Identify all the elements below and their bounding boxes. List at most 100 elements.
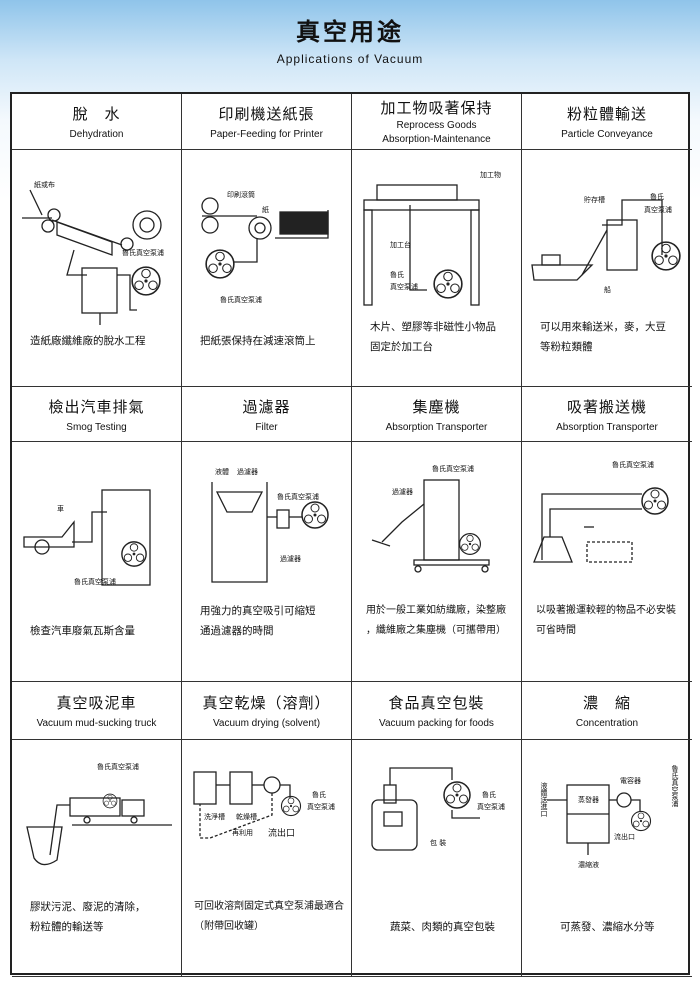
heading-zh: 食品真空包裝 [388,694,485,712]
diagram-label: 包 裝 [430,839,447,847]
smog-testing-diagram [23,489,151,586]
header-mud-truck: 真空吸泥車 Vacuum mud-sucking truck [12,682,182,740]
cell-dehydration: 紙或布 魯氏真空泵浦 造紙廠纖維廠的脫水工程 [12,150,182,387]
diagram-label: 紙或布 [34,181,55,189]
diagram-label: 紙 [262,206,269,214]
caption-line: 可以用來輸送米，麥，大豆 [540,321,666,333]
vacuum-pump-icon [458,530,482,558]
caption-line: 可蒸發、濃縮水分等 [560,921,655,933]
page-title: 真空用途 [296,18,404,46]
heading-zh: 集塵機 [412,397,461,416]
heading-en: Dehydration [69,129,124,140]
cell-concentration: 液體送進口 蒸發器 電容器 魯氏真空泵浦 流出口 濃縮液 可蒸發、濃縮水分等 [522,740,692,977]
diagram-label: 車 [57,505,64,513]
filter-diagram [211,482,302,583]
vacuum-pump-icon [130,265,162,297]
diagram-label: 加工物 [480,171,501,179]
particle-conveyance-diagram [531,199,663,281]
diagram-label: 真空泵浦 [477,803,505,811]
heading-zh: 印刷機送紙張 [218,105,315,123]
heading-en: Vacuum drying (solvent) [212,718,321,729]
vacuum-pump-icon [280,795,302,817]
cell-filter: 液體 過濾器 魯氏真空泵浦 過濾器 用強力的真空吸引可縮短 通過濾器的時間 [182,442,352,682]
header-dehydration: 脫 水 Dehydration [12,94,182,150]
diagram-label: 再利用 [232,829,253,837]
caption-line: 可回收溶劑固定式真空泵浦最適合 [194,901,344,912]
diagram-label: 過濾器 [280,555,301,563]
diagram-label: 印刷滾筒 [227,191,255,199]
cell-reprocess-goods: 加工物 加工台 魯氏 真空泵浦 木片、塑膠等非磁性小物品 固定於加工台 [352,150,522,387]
diagram-label: 魯氏真空泵浦 [277,493,319,501]
diagram-label: 魯氏真空泵浦 [122,249,164,257]
heading-en: Particle Conveyance [561,129,653,140]
diagram-label: 真空泵浦 [390,283,418,291]
header-dust-collector: 集塵機 Absorption Transporter [352,387,522,442]
header-absorption-transporter: 吸著搬送機 Absorption Transporter [522,387,692,442]
vacuum-pump-icon [440,780,474,810]
caption-line: ，纖維廠之集塵機（可攜帶用） [366,625,506,636]
header-smog-testing: 檢出汽車排氣 Smog Testing [12,387,182,442]
mud-truck-diagram [26,797,172,866]
diagram-label: 流出口 [268,829,296,839]
vacuum-pump-icon [640,484,670,518]
diagram-label: 過濾器 [237,468,258,476]
diagram-label: 船 [604,286,611,294]
cell-vacuum-packing: 魯氏 真空泵浦 包 裝 蔬菜、肉類的真空包裝 [352,740,522,977]
caption-line: 用強力的真空吸引可縮短 [200,605,316,617]
diagram-label: 魯氏真空泵浦 [97,763,139,771]
caption-line: 等粉粒類體 [540,341,593,353]
diagram-label: 貯存槽 [584,196,605,204]
caption-line: 通過濾器的時間 [200,625,274,637]
header-particle-conveyance: 粉粒體輸送 Particle Conveyance [522,94,692,150]
heading-zh: 粉粒體輸送 [566,105,647,123]
heading-zh: 脫 水 [72,105,121,123]
caption-line: 蔬菜、肉類的真空包裝 [390,921,495,933]
heading-en: Absorption Transporter [385,421,488,433]
dehydration-diagram [22,189,162,325]
vacuum-pump-icon [204,248,236,280]
vacuum-pump-icon [300,500,330,530]
diagram-label: 魯氏真空泵浦 [220,296,262,304]
heading-zh: 真空吸泥車 [56,694,137,712]
diagram-label: 液體送進口 [540,782,548,817]
diagram-label: 加工台 [390,241,411,249]
vacuum-pump-icon [630,810,652,832]
caption-line: 固定於加工台 [370,341,433,353]
vacuum-pump-icon [102,792,118,810]
diagram-label: 蒸發器 [578,796,599,804]
absorption-transporter-diagram [533,493,642,563]
vacuum-pump-icon [120,540,148,568]
reprocess-goods-diagram [363,184,480,306]
heading-en: Vacuum packing for foods [379,718,494,729]
caption-line: 檢查汽車廢氣瓦斯含量 [30,625,135,637]
heading-en: Vacuum mud-sucking truck [36,718,157,729]
vacuum-pump-icon [650,240,682,272]
diagram-label: 真空泵浦 [644,206,672,214]
caption-line: 可省時間 [536,625,576,636]
diagram-label: 魯氏 [312,791,326,799]
caption-line: 以吸著搬運較輕的物品不必安裝 [536,605,676,616]
diagram-label: 真空泵浦 [307,803,335,811]
cell-absorption-transporter: 魯氏真空泵浦 以吸著搬運較輕的物品不必安裝 可省時間 [522,442,692,682]
heading-en: Absorption-Maintenance [382,134,491,145]
header-vacuum-packing: 食品真空包裝 Vacuum packing for foods [352,682,522,740]
heading-zh: 吸著搬送機 [566,397,647,416]
diagram-label: 流出口 [614,833,635,841]
heading-en: Absorption Transporter [556,421,658,433]
diagram-label: 魯氏真空泵浦 [74,578,116,586]
diagram-label: 魯氏 [390,271,404,279]
heading-en: Smog Testing [66,421,127,433]
vacuum-packing-diagram [371,767,480,851]
caption-line: 粉粒體的輸送等 [30,921,104,933]
heading-en: Paper-Feeding for Printer [210,129,323,140]
diagram-label: 濃縮液 [578,861,599,869]
cell-smog-testing: 車 魯氏真空泵浦 檢查汽車廢氣瓦斯含量 [12,442,182,682]
cell-particle-conveyance: 貯存槽 魯氏 真空泵浦 船 可以用來輸送米，麥，大豆 等粉粒類體 [522,150,692,387]
caption-line: 膠狀污泥、廢泥的清除， [30,901,146,913]
heading-zh: 檢出汽車排氣 [48,397,145,416]
diagram-label: 魯氏 [650,193,664,201]
vacuum-pump-icon [432,268,464,300]
